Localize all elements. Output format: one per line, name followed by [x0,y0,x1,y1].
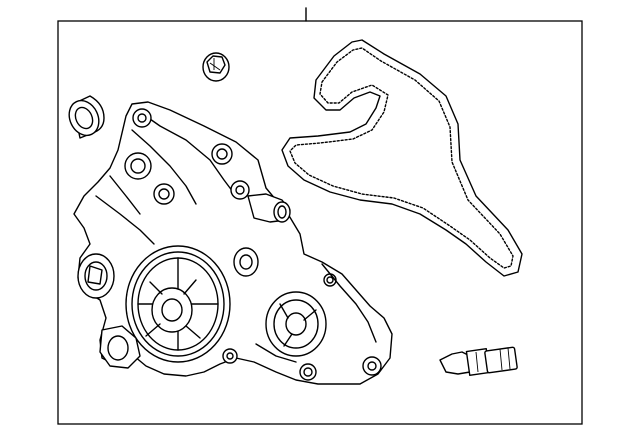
bushing-part[interactable] [64,95,105,140]
mounting-bolt-part[interactable] [202,52,230,82]
diagram-frame [57,20,583,425]
water-pump-assembly[interactable] [73,101,393,385]
temperature-sensor-part[interactable] [439,346,518,376]
pump-gasket-part[interactable] [281,39,523,277]
